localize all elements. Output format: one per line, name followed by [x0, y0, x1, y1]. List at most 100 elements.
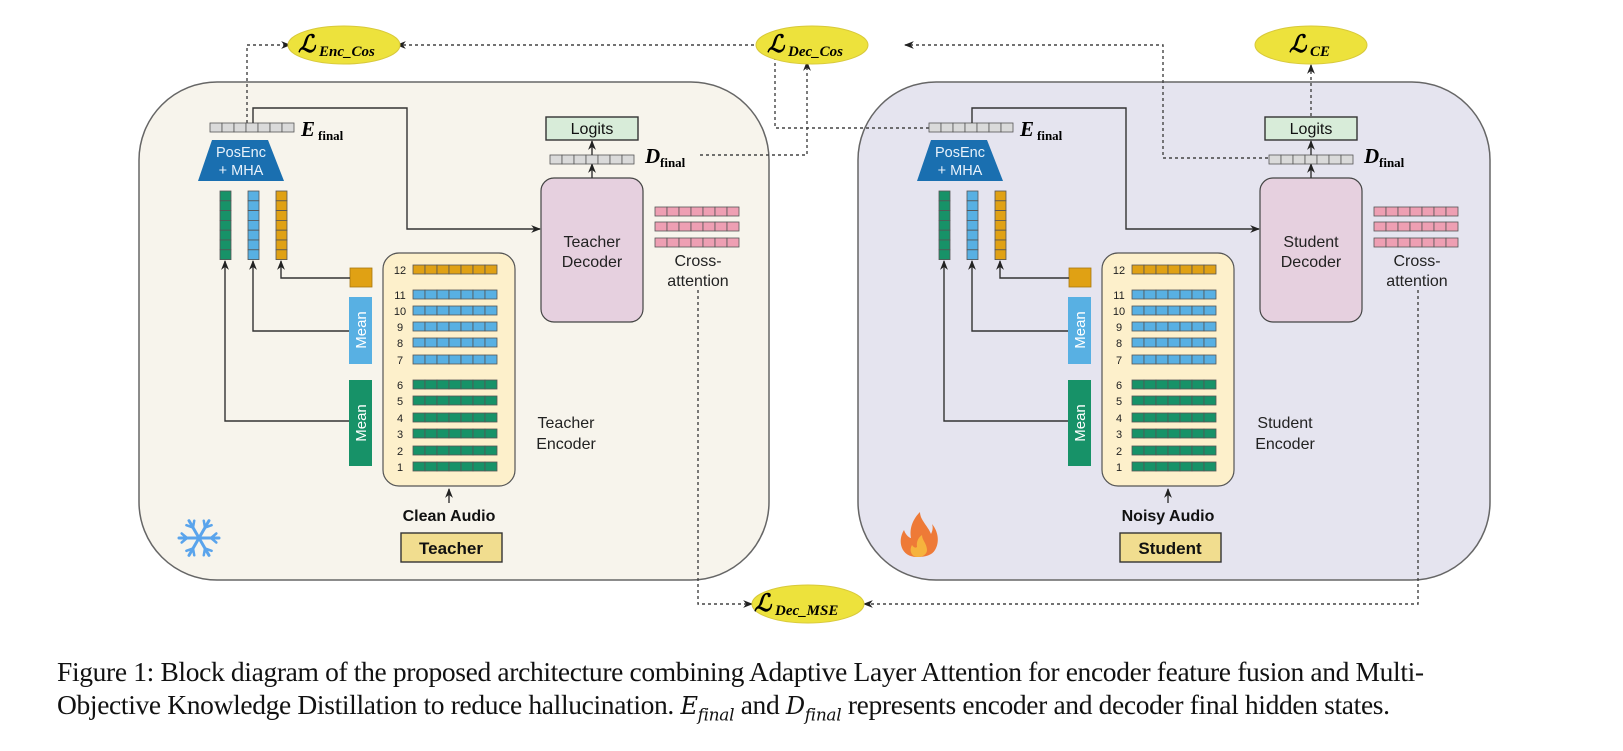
snowflake-arm	[187, 519, 201, 540]
decoder-label-line1: Student	[1283, 234, 1339, 251]
encoder-layer-3	[412, 428, 498, 439]
token-cell	[275, 200, 288, 212]
token-cell	[448, 379, 462, 390]
encoder-label-line1: Student	[1257, 415, 1313, 432]
token-cell	[938, 239, 951, 251]
token-cell	[436, 264, 450, 275]
token-cell	[472, 445, 486, 456]
token-cell	[994, 239, 1007, 251]
token-cell	[436, 461, 450, 472]
svg-text:ℒ: ℒ	[767, 32, 786, 58]
token-cell	[994, 200, 1007, 212]
token-cell	[412, 461, 426, 472]
token-cell	[1268, 154, 1282, 165]
token-cell	[219, 200, 232, 212]
token-cell	[472, 305, 486, 316]
token-cell	[436, 321, 450, 332]
role-label: Teacher	[419, 539, 483, 558]
svg-text:ℒ: ℒ	[298, 32, 317, 58]
d-final-tokens	[549, 154, 635, 165]
encoder-layer-1	[1131, 461, 1217, 472]
token-cell	[964, 122, 978, 133]
encoder-layer-5	[1131, 395, 1217, 406]
encoder-layer-8	[412, 337, 498, 348]
logits-box	[1264, 116, 1358, 141]
token-cell	[1143, 354, 1157, 365]
flame-inner	[910, 535, 927, 557]
svg-text:Dec_MSE: Dec_MSE	[774, 603, 838, 619]
token-cell	[1445, 237, 1459, 248]
logits-label: Logits	[571, 121, 614, 138]
token-cell	[1143, 428, 1157, 439]
token-cell	[1421, 221, 1435, 232]
encoder-layer-9	[1131, 321, 1217, 332]
token-cell	[247, 229, 260, 241]
token-cell	[484, 264, 498, 275]
token-cell	[678, 237, 692, 248]
snowflake-branch	[202, 547, 207, 557]
mean-label-green: Mean	[1072, 404, 1089, 442]
last-layer-arrow	[996, 260, 1069, 279]
token-cell	[966, 190, 979, 202]
mean-block-green	[349, 380, 372, 466]
cross-attention-row-3	[654, 237, 740, 248]
token-cell	[1167, 305, 1181, 316]
token-cell	[1191, 445, 1205, 456]
e-final-label: E	[1019, 117, 1034, 141]
token-cell	[460, 412, 474, 423]
token-cell	[1316, 154, 1330, 165]
svg-text:ℒ: ℒ	[1289, 32, 1308, 58]
token-cell	[1340, 154, 1354, 165]
fused-orange-column	[994, 190, 1007, 261]
token-cell	[412, 289, 426, 300]
mean-label-blue: Mean	[353, 311, 370, 349]
token-cell	[1131, 337, 1145, 348]
token-cell	[690, 206, 704, 217]
layer-number-5: 5	[1116, 396, 1122, 408]
logits-box	[545, 116, 639, 141]
svg-text:Dec_Cos: Dec_Cos	[787, 44, 843, 60]
token-cell	[1203, 354, 1217, 365]
token-cell	[1143, 412, 1157, 423]
token-cell	[1155, 337, 1169, 348]
token-cell	[994, 229, 1007, 241]
token-cell	[1191, 289, 1205, 300]
token-cell	[1131, 305, 1145, 316]
svg-text:Enc_Cos: Enc_Cos	[318, 44, 375, 60]
layer-number-11: 11	[394, 290, 405, 302]
e-final-subscript: final	[318, 128, 344, 143]
token-cell	[460, 337, 474, 348]
token-cell	[424, 354, 438, 365]
encoder-layer-6	[1131, 379, 1217, 390]
token-cell	[1167, 379, 1181, 390]
token-cell	[1191, 395, 1205, 406]
layer-number-12: 12	[1113, 265, 1125, 277]
token-cell	[412, 395, 426, 406]
token-cell	[938, 210, 951, 221]
cross-attention-label-line1: Cross-	[1393, 253, 1440, 270]
token-cell	[448, 461, 462, 472]
token-cell	[424, 395, 438, 406]
token-cell	[1167, 264, 1181, 275]
token-cell	[460, 428, 474, 439]
cross-attention-row-2	[654, 221, 740, 232]
cross-attention-label-line2: attention	[667, 273, 728, 290]
token-cell	[1167, 445, 1181, 456]
encoder-layer-9	[412, 321, 498, 332]
token-cell	[666, 237, 680, 248]
token-cell	[1203, 428, 1217, 439]
token-cell	[1167, 289, 1181, 300]
token-cell	[1131, 289, 1145, 300]
snowflake-arm	[197, 519, 211, 540]
token-cell	[1203, 395, 1217, 406]
caption-line-2: Objective Knowledge Distillation to redu…	[57, 689, 1390, 726]
token-cell	[412, 379, 426, 390]
fire-icon	[900, 512, 938, 557]
mean-label-green: Mean	[353, 404, 370, 442]
e-final-tokens	[209, 122, 295, 133]
token-cell	[412, 428, 426, 439]
input-audio-label: Clean Audio	[403, 508, 496, 525]
token-cell	[412, 354, 426, 365]
